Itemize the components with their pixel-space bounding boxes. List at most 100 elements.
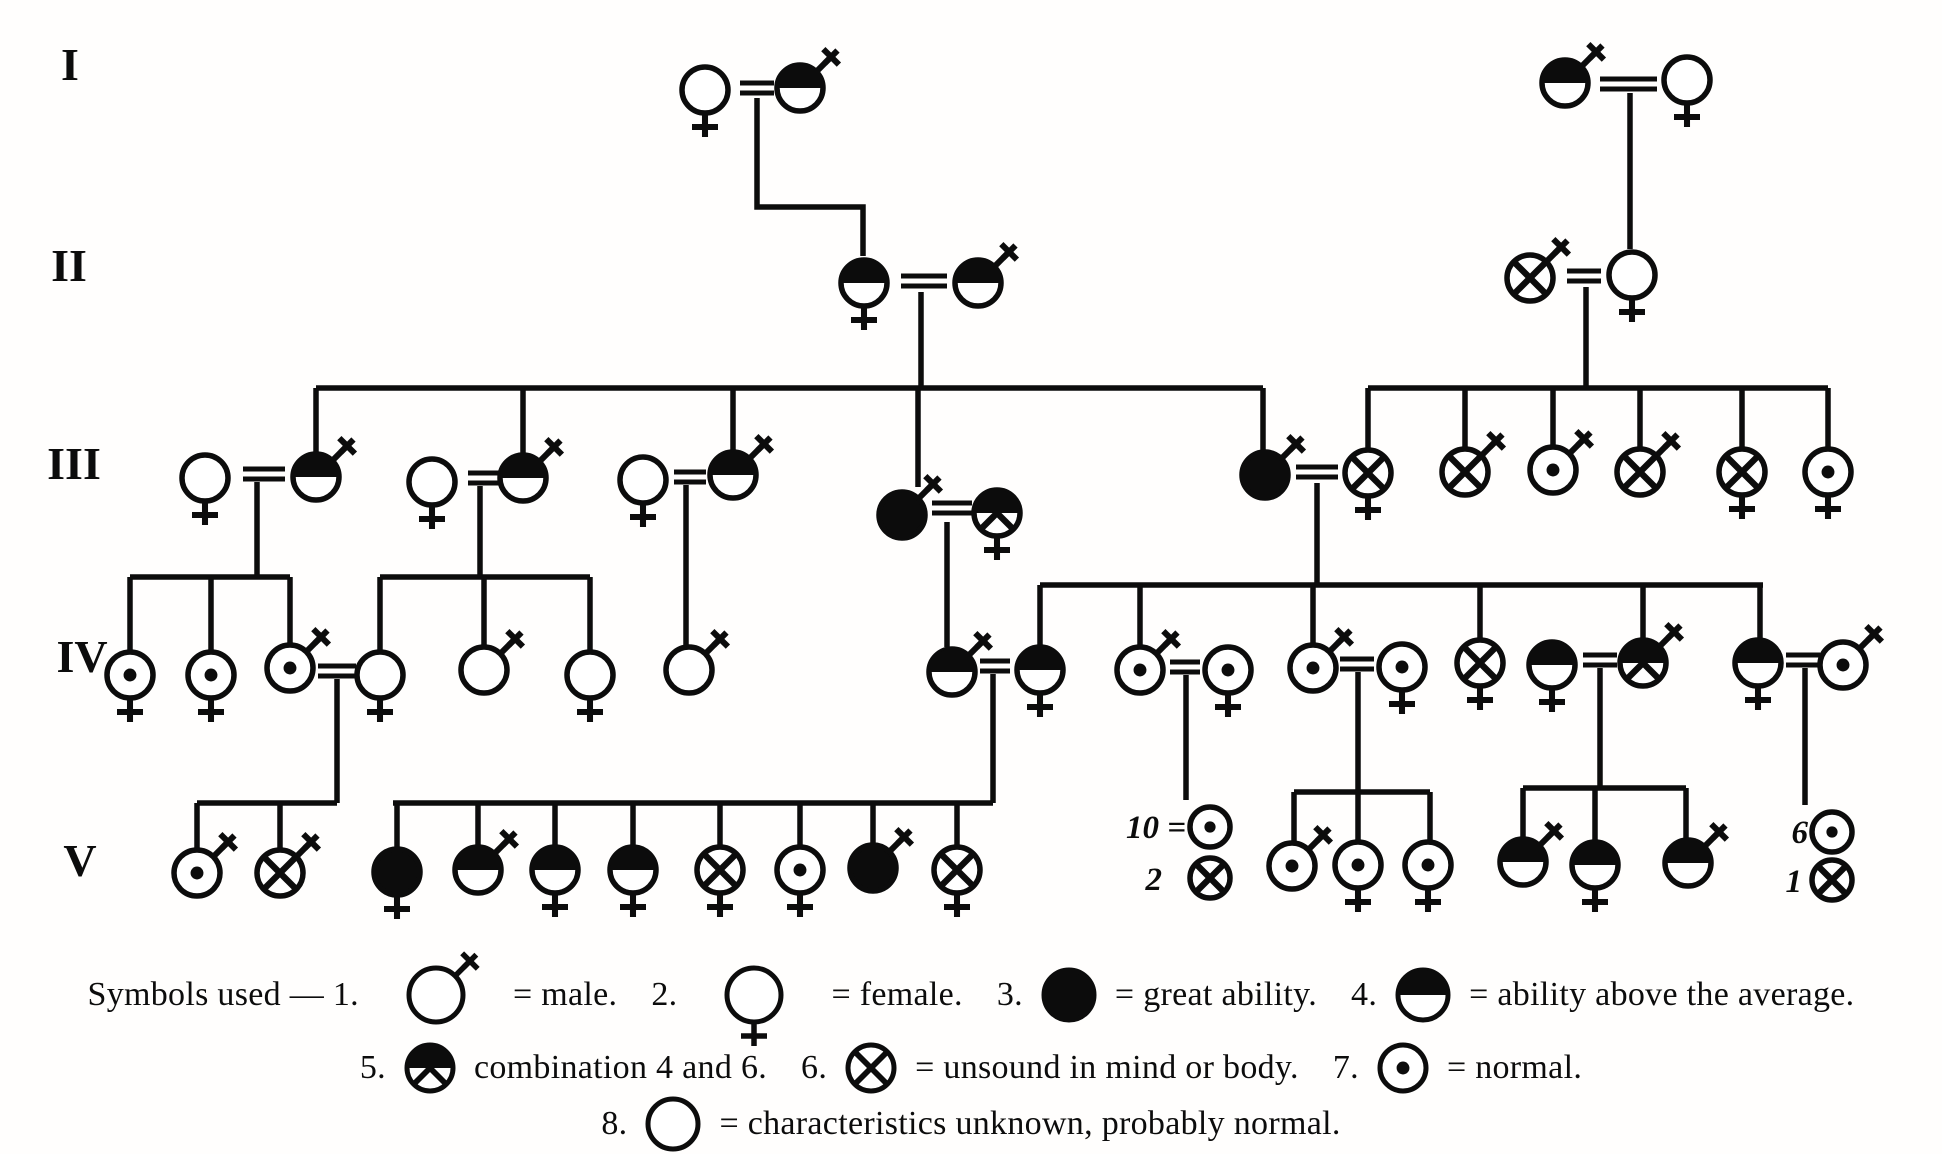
person-unsound-female <box>1454 637 1506 710</box>
person-above-female <box>529 844 581 917</box>
great-ability-icon <box>1041 967 1097 1023</box>
child-count-label: 2 <box>1145 862 1163 898</box>
great-ability-symbol <box>1041 967 1097 1023</box>
marriage-bars <box>674 469 706 485</box>
male-arrow-head <box>544 436 565 457</box>
circle-outline <box>406 965 466 1025</box>
male-arrow-head <box>1664 621 1685 642</box>
legend-item-number: 6. <box>801 1049 828 1086</box>
male-arrow-head <box>1551 236 1572 257</box>
male-arrow-head <box>821 46 842 67</box>
person-above-male <box>707 433 775 501</box>
person-normal <box>1187 804 1233 850</box>
person-above-male <box>926 630 994 698</box>
upper-half-fill <box>1542 60 1588 83</box>
circle-solid <box>1239 449 1291 501</box>
person-unknown-female <box>679 64 731 137</box>
center-dot <box>283 661 297 675</box>
generation-label: IV <box>56 631 107 682</box>
person-normal-male <box>264 626 332 694</box>
person-normal-female <box>1376 641 1428 714</box>
person-normal-male <box>1817 623 1885 691</box>
male-arrow-head <box>1486 430 1507 451</box>
upper-half-fill <box>1500 839 1546 862</box>
male-arrow-head <box>1574 428 1595 449</box>
person-unsound-female <box>931 844 983 917</box>
person-normal-male <box>1287 626 1355 694</box>
person-normal-female <box>185 649 237 722</box>
legend-item-great-ability: 3. = great ability. <box>997 961 1317 1029</box>
person-above-male <box>452 828 520 896</box>
cross-stroke <box>1512 260 1548 296</box>
circle-outline <box>1661 54 1713 106</box>
generation-label: V <box>63 835 96 886</box>
marriage-bars <box>318 663 356 679</box>
person-unknown-female <box>564 649 616 722</box>
legend-item-combination: 5.combination 4 and 6. <box>360 1036 767 1100</box>
legend-item-text: = great ability. <box>1114 976 1318 1013</box>
upper-half-fill <box>1665 840 1711 863</box>
generation-label: III <box>47 438 101 489</box>
combination-icon <box>404 1042 456 1094</box>
person-above-male <box>774 46 842 114</box>
circle-outline <box>1606 249 1658 301</box>
center-dot <box>204 668 218 682</box>
marriage-bars <box>740 80 774 96</box>
legend-item-number: 8. <box>601 1105 628 1142</box>
male-arrow-head <box>1586 41 1607 62</box>
male-arrow-head <box>218 831 239 852</box>
legend-item-text: = unsound in mind or body. <box>915 1049 1299 1086</box>
male-arrow-head <box>999 241 1020 262</box>
cross-stroke <box>979 495 1015 531</box>
center-dot <box>1821 465 1835 479</box>
unknown-icon <box>645 1096 701 1152</box>
person-normal-male <box>1114 628 1182 696</box>
upper-half-fill <box>1017 647 1063 670</box>
person-unsound-male <box>254 831 322 899</box>
female-icon <box>724 965 784 1046</box>
marriage-bars <box>1583 652 1617 668</box>
person-unsound-female <box>1716 446 1768 519</box>
person-above-female <box>838 257 890 330</box>
circle-outline <box>564 649 616 701</box>
male-arrow-head <box>1313 824 1334 845</box>
person-unknown-female <box>1661 54 1713 127</box>
male-icon <box>406 951 480 1025</box>
legend-item-number: Symbols used — 1. <box>87 976 359 1013</box>
center-dot <box>1285 859 1299 873</box>
center-dot <box>1306 661 1320 675</box>
legend-item-number: 5. <box>359 1049 386 1086</box>
legend-item-normal: 7.= normal. <box>1333 1036 1582 1100</box>
cross-stroke <box>412 1050 448 1086</box>
legend-row-2: 5.combination 4 and 6. 6. = unsound in min… <box>0 1022 1942 1114</box>
marriage-bars <box>1340 656 1374 672</box>
person-normal <box>1809 809 1855 855</box>
center-dot <box>190 866 204 880</box>
person-unknown-female <box>354 649 406 722</box>
cross-stroke <box>1625 645 1661 681</box>
circle-outline <box>679 64 731 116</box>
person-unsound-female <box>1342 447 1394 520</box>
male-arrow-head <box>311 626 332 647</box>
cross-stroke <box>1194 862 1226 894</box>
legend-item-unsound: 6. = unsound in mind or body. <box>801 1036 1299 1100</box>
person-above-female <box>1569 839 1621 912</box>
center-dot <box>123 668 137 682</box>
legend-item-number: 3. <box>996 976 1023 1013</box>
upper-half-fill <box>974 490 1020 513</box>
legend-row-1: Symbols used — 1.= male.2.= female.3.= g… <box>0 930 1942 1060</box>
legend-item-unknown: 8.= characteristics unknown, probably no… <box>601 1090 1340 1154</box>
person-above-female <box>1732 637 1784 710</box>
person-unsound-male <box>1614 430 1682 498</box>
person-above-female <box>1014 644 1066 717</box>
circle-solid <box>1041 967 1097 1023</box>
person-unsound-female <box>694 844 746 917</box>
unsound-symbol <box>845 1042 897 1094</box>
male-arrow-head <box>1864 623 1885 644</box>
upper-half-fill <box>1398 970 1449 995</box>
circle-outline <box>458 644 510 696</box>
upper-half-fill <box>955 260 1001 283</box>
center-dot <box>1836 658 1850 672</box>
person-normal-male <box>171 831 239 899</box>
person-unknown-female <box>406 456 458 529</box>
